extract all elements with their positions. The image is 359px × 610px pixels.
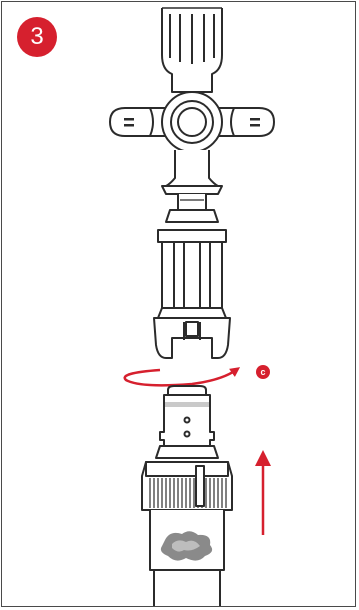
lower-adapter	[156, 386, 218, 458]
up-arrow-icon	[255, 450, 271, 535]
knurled-collar	[142, 462, 232, 510]
upper-connector	[162, 8, 222, 92]
vial-body	[150, 510, 224, 606]
clip-coupling	[154, 210, 230, 358]
callout-letter-badge: c	[256, 365, 270, 379]
step-number-badge: 3	[17, 17, 57, 57]
stopcock-valve	[110, 92, 274, 152]
valve-stem	[162, 150, 222, 210]
curved-rotate-arrow-icon	[125, 370, 236, 385]
